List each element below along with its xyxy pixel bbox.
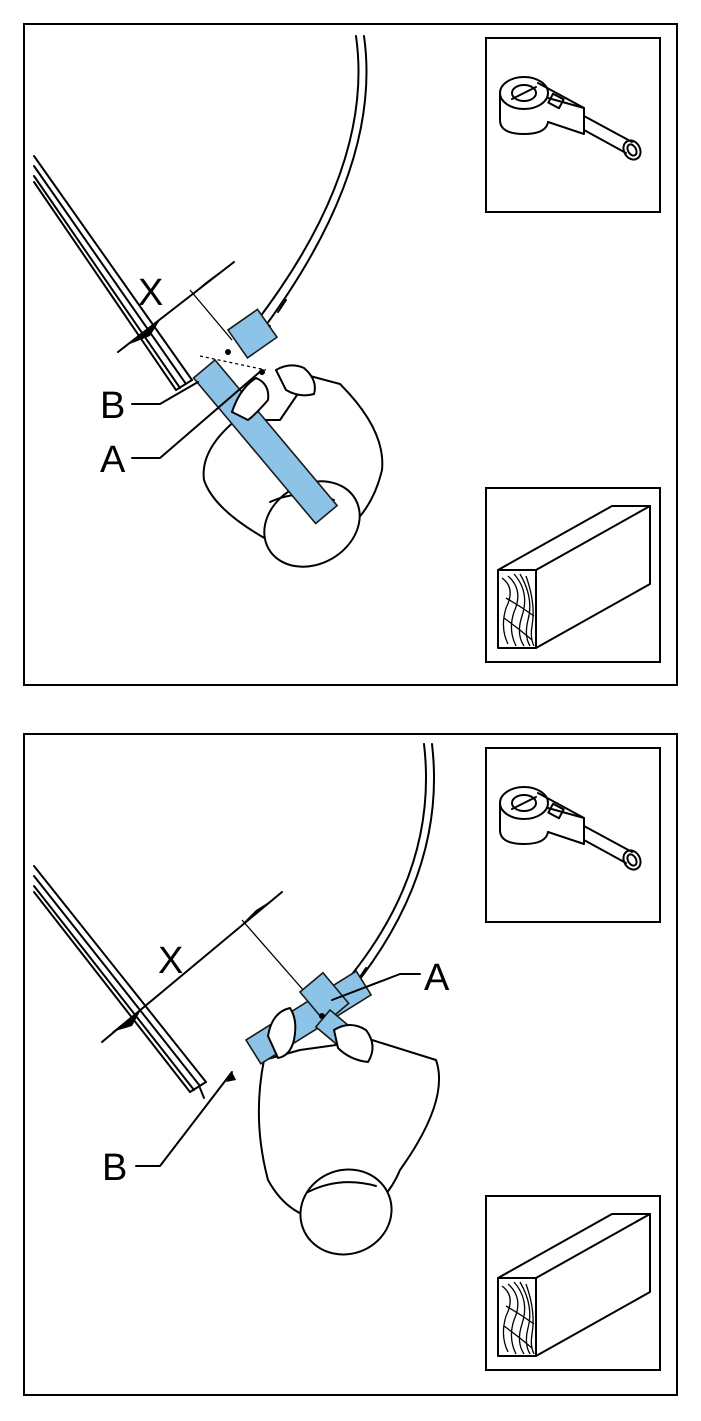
panel-top: X B A bbox=[23, 23, 678, 686]
wood-block-icon bbox=[485, 487, 661, 663]
rail-curved bbox=[249, 35, 368, 337]
label-a-bottom: A bbox=[424, 957, 450, 999]
callout-b-top: B bbox=[100, 381, 199, 427]
hands-top bbox=[231, 364, 316, 421]
callout-a-bottom: A bbox=[331, 957, 450, 1001]
wrench-socket-icon bbox=[485, 37, 661, 213]
label-a-top: A bbox=[100, 439, 126, 481]
label-x-top: X bbox=[138, 272, 163, 314]
callout-a-top: A bbox=[100, 369, 263, 481]
panel-bottom: X A B bbox=[23, 733, 678, 1396]
callout-b-bottom: B bbox=[102, 1071, 236, 1189]
rail-straight-bottom bbox=[33, 865, 207, 1099]
label-x-bottom: X bbox=[158, 940, 183, 982]
label-b-top: B bbox=[100, 385, 125, 427]
worker-bottom bbox=[257, 1039, 440, 1256]
dimension-x-top: X bbox=[117, 261, 235, 353]
rail-straight bbox=[33, 155, 193, 391]
guide-board-top bbox=[192, 308, 339, 525]
dimension-x-bottom: X bbox=[101, 891, 313, 1043]
label-b-bottom: B bbox=[102, 1147, 127, 1189]
hands-bottom bbox=[267, 1007, 374, 1063]
wood-block-icon bbox=[485, 1195, 661, 1371]
wrench-socket-icon bbox=[485, 747, 661, 923]
